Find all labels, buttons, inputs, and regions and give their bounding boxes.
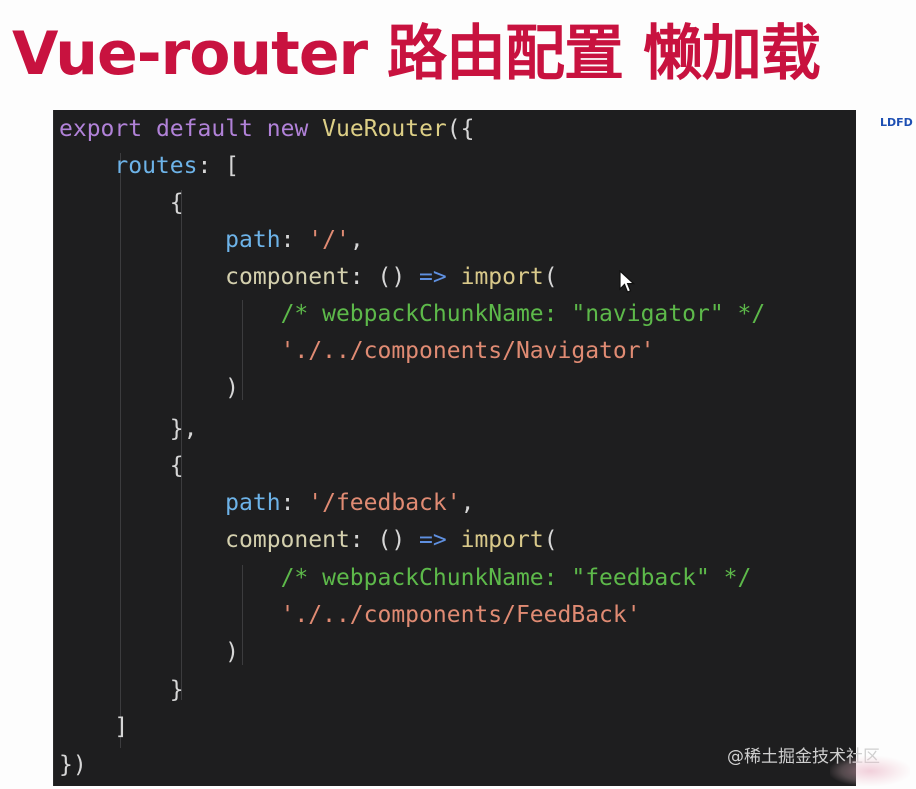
arrow-operator: =>: [419, 527, 447, 553]
string-path: '/': [308, 227, 350, 253]
blurred-decoration: [830, 756, 910, 786]
indent-guide: [181, 490, 182, 700]
code-line-14: './../components/FeedBack': [59, 596, 641, 634]
corner-logo: LDFD: [880, 116, 913, 129]
punctuation: {: [169, 190, 184, 216]
code-line-1: export default new VueRouter({: [59, 110, 474, 148]
punctuation: (: [543, 264, 558, 290]
punctuation: :: [349, 264, 378, 290]
punctuation: :: [280, 490, 309, 516]
punctuation: ]: [114, 714, 129, 740]
class-vuerouter: VueRouter: [322, 116, 447, 142]
keyword-default: default: [155, 116, 253, 142]
code-line-10: {: [59, 447, 184, 485]
punctuation: ,: [460, 490, 475, 516]
punctuation: ,: [349, 227, 364, 253]
code-line-2: routes: [: [59, 147, 239, 185]
property-routes: routes: [114, 153, 198, 179]
code-line-6: /* webpackChunkName: "navigator" */: [59, 295, 766, 333]
punctuation: (: [543, 527, 558, 553]
punctuation: (): [377, 264, 420, 290]
slide-title: Vue-router 路由配置 懒加载: [12, 19, 821, 89]
code-line-5: component: () => import(: [59, 258, 558, 296]
punctuation: ): [225, 375, 240, 401]
punctuation: {: [169, 453, 184, 479]
comment-chunk-name: /* webpackChunkName: "navigator" */: [280, 301, 766, 327]
code-line-13: /* webpackChunkName: "feedback" */: [59, 559, 752, 597]
comment-chunk-name: /* webpackChunkName: "feedback" */: [280, 565, 752, 591]
code-line-11: path: '/feedback',: [59, 484, 474, 522]
punctuation: }: [169, 677, 184, 703]
code-line-16: }: [59, 671, 184, 709]
property-path: path: [225, 490, 281, 516]
property-component: component: [225, 527, 350, 553]
property-path: path: [225, 227, 281, 253]
code-editor[interactable]: export default new VueRouter({ routes: […: [53, 110, 856, 786]
string-path: '/feedback': [308, 490, 461, 516]
indent-guide: [120, 153, 121, 748]
code-line-17: ]: [59, 708, 128, 746]
code-line-12: component: () => import(: [59, 521, 558, 559]
indent-guide: [242, 300, 243, 400]
punctuation: : [: [197, 153, 240, 179]
function-import: import: [460, 527, 544, 553]
punctuation: :: [349, 527, 378, 553]
keyword-new: new: [266, 116, 309, 142]
punctuation: },: [169, 416, 198, 442]
code-line-18: }): [59, 746, 87, 784]
keyword-export: export: [59, 116, 143, 142]
punctuation: ): [225, 639, 240, 665]
punctuation: :: [280, 227, 309, 253]
function-import: import: [460, 264, 544, 290]
code-line-7: './../components/Navigator': [59, 332, 655, 370]
code-line-15: ): [59, 633, 239, 671]
string-module-path: './../components/Navigator': [280, 338, 655, 364]
punctuation: }): [59, 752, 87, 778]
arrow-operator: =>: [419, 264, 447, 290]
code-line-3: {: [59, 184, 184, 222]
code-line-8: ): [59, 369, 239, 407]
code-line-4: path: '/',: [59, 221, 364, 259]
property-component: component: [225, 264, 350, 290]
code-line-9: },: [59, 410, 198, 448]
punctuation: ({: [446, 116, 475, 142]
indent-guide: [242, 565, 243, 665]
string-module-path: './../components/FeedBack': [280, 602, 641, 628]
indent-guide: [181, 190, 182, 520]
punctuation: (): [377, 527, 420, 553]
mouse-pointer-icon: [619, 270, 635, 293]
